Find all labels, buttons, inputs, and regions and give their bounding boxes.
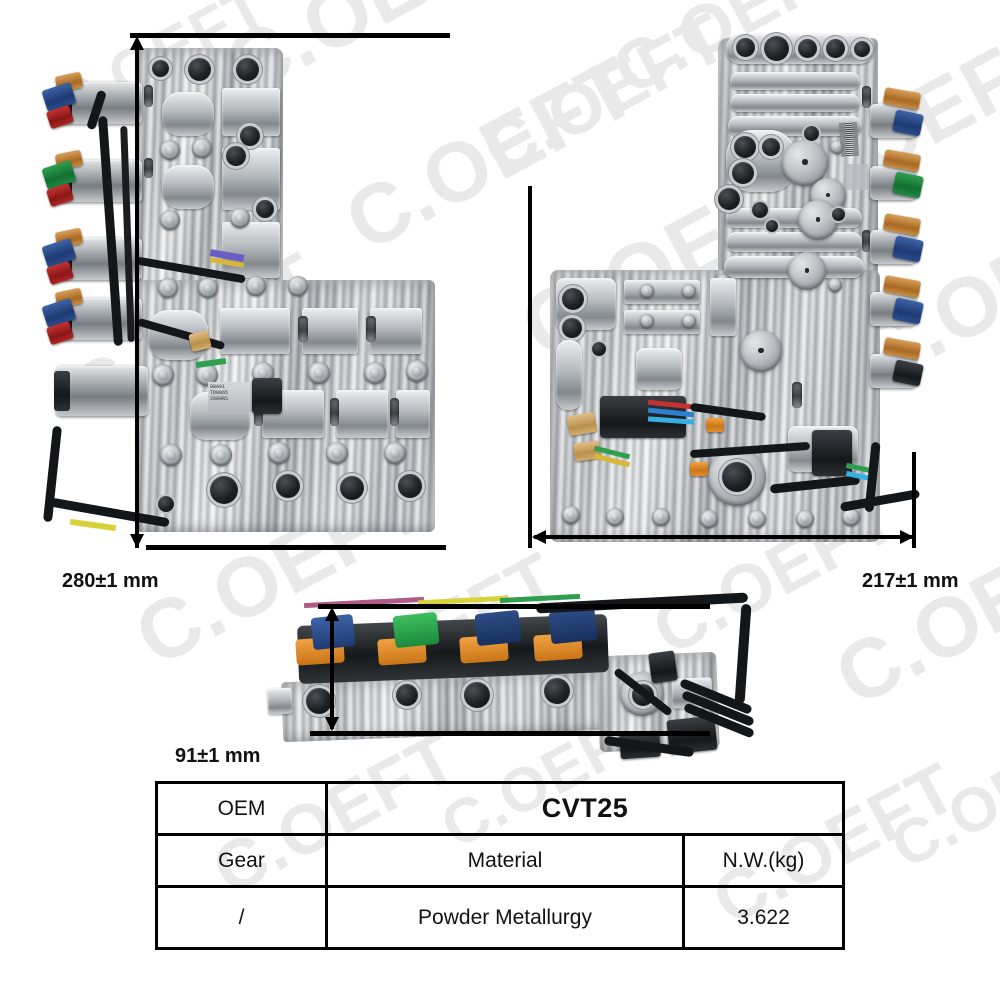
cell-material-value: Powder Metallurgy — [325, 885, 685, 950]
dimension-label-280: 280±1 mm — [62, 570, 159, 592]
solenoid-5 — [54, 366, 148, 416]
cell-oem-value: CVT25 — [325, 781, 845, 836]
laser-marking — [838, 121, 860, 157]
valve-body-edge-view — [267, 592, 808, 792]
solenoid-r5 — [870, 337, 924, 388]
solenoid-r4 — [870, 275, 924, 326]
solenoid-r2 — [870, 149, 924, 200]
watermark-text: C.OEFT — [880, 711, 1000, 882]
table-row-oem: OEM CVT25 — [155, 781, 845, 836]
dimension-label-91: 91±1 mm — [175, 745, 261, 767]
cell-material-header: Material — [325, 833, 685, 888]
spec-table-body: OEM CVT25 Gear Material N.W.(kg) / Powde… — [155, 781, 845, 950]
table-row-values: / Powder Metallurgy 3.622 — [155, 885, 845, 950]
cell-oem-label: OEM — [155, 781, 328, 836]
cell-weight-header: N.W.(kg) — [682, 833, 845, 888]
solenoid-r3 — [870, 213, 924, 264]
solenoid-r1 — [870, 87, 924, 138]
table-row-headers: Gear Material N.W.(kg) — [155, 833, 845, 888]
valve-body-rear-view — [540, 30, 940, 550]
cell-gear-header: Gear — [155, 833, 328, 888]
cell-weight-value: 3.622 — [682, 885, 845, 950]
dimension-label-217: 217±1 mm — [862, 570, 959, 592]
cell-gear-value: / — [155, 885, 328, 950]
specification-table: OEM CVT25 Gear Material N.W.(kg) / Powde… — [155, 781, 845, 950]
